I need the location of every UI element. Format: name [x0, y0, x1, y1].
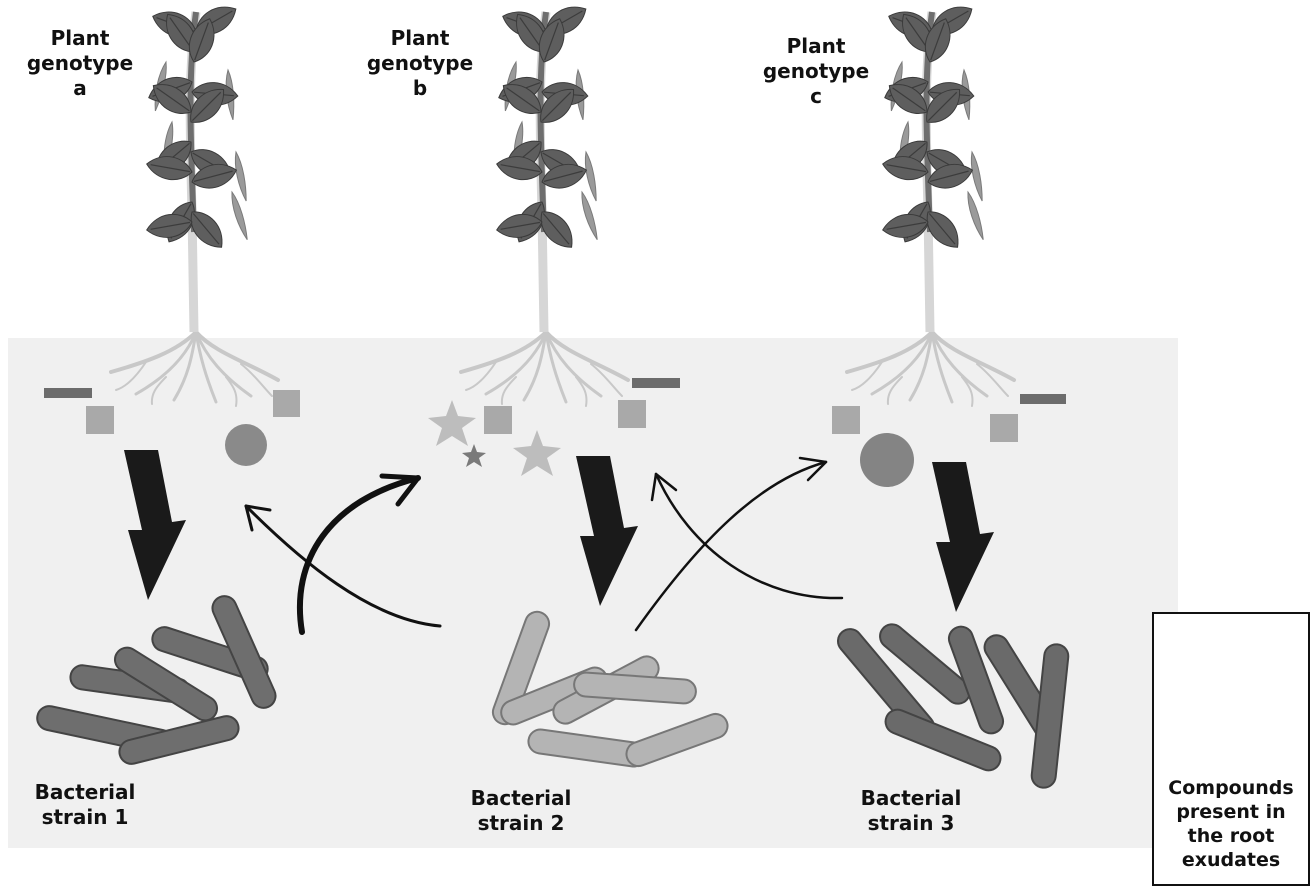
compound-square	[990, 414, 1018, 442]
plant-label-line: genotype	[20, 51, 140, 76]
strain-label-line: strain 2	[456, 811, 586, 836]
plant-label-line: a	[20, 76, 140, 101]
strain-label-line: strain 1	[20, 805, 150, 830]
compound-square	[484, 406, 512, 434]
strain-label-line: Bacterial	[846, 786, 976, 811]
plant-label-line: b	[360, 76, 480, 101]
compound-speckled-circle	[860, 433, 914, 487]
bacterial-strain-3-label: Bacterial strain 3	[846, 786, 976, 836]
plant-genotype-a-label: Plant genotype a	[20, 26, 140, 101]
plant-label-line: genotype	[756, 59, 876, 84]
compound-circle	[225, 424, 267, 466]
strain-label-line: Bacterial	[20, 780, 150, 805]
compound-bar	[632, 378, 680, 388]
compound-square	[86, 406, 114, 434]
plant-genotype-b-label: Plant genotype b	[360, 26, 480, 101]
compound-bar	[44, 388, 92, 398]
strain-label-line: Bacterial	[456, 786, 586, 811]
compound-bar	[1020, 394, 1066, 404]
plant-label-line: Plant	[20, 26, 140, 51]
strain-label-line: strain 3	[846, 811, 976, 836]
compound-square	[273, 390, 300, 417]
bacterial-strain-1-label: Bacterial strain 1	[20, 780, 150, 830]
legend-line: exudates	[1154, 848, 1308, 872]
legend-caption: Compounds present in the root exudates	[1154, 776, 1308, 872]
compounds-legend: Compounds present in the root exudates	[1152, 612, 1310, 886]
bacterial-strain-2-label: Bacterial strain 2	[456, 786, 586, 836]
plant-genotype-c-label: Plant genotype c	[756, 34, 876, 109]
legend-line: present in	[1154, 800, 1308, 824]
plant-label-line: genotype	[360, 51, 480, 76]
compound-square	[832, 406, 860, 434]
plant-label-line: Plant	[360, 26, 480, 51]
compound-square	[618, 400, 646, 428]
plant-label-line: c	[756, 84, 876, 109]
legend-line: the root	[1154, 824, 1308, 848]
plant-label-line: Plant	[756, 34, 876, 59]
legend-line: Compounds	[1154, 776, 1308, 800]
